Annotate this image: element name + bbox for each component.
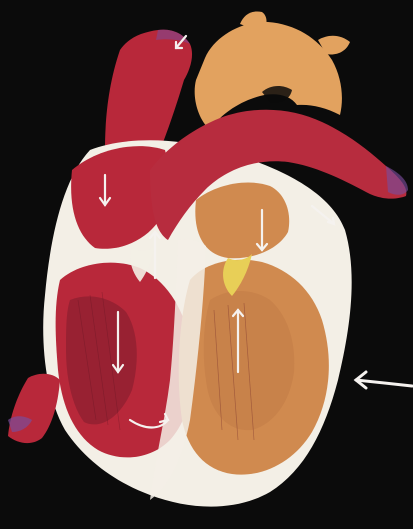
- heart-illustration: [0, 0, 413, 529]
